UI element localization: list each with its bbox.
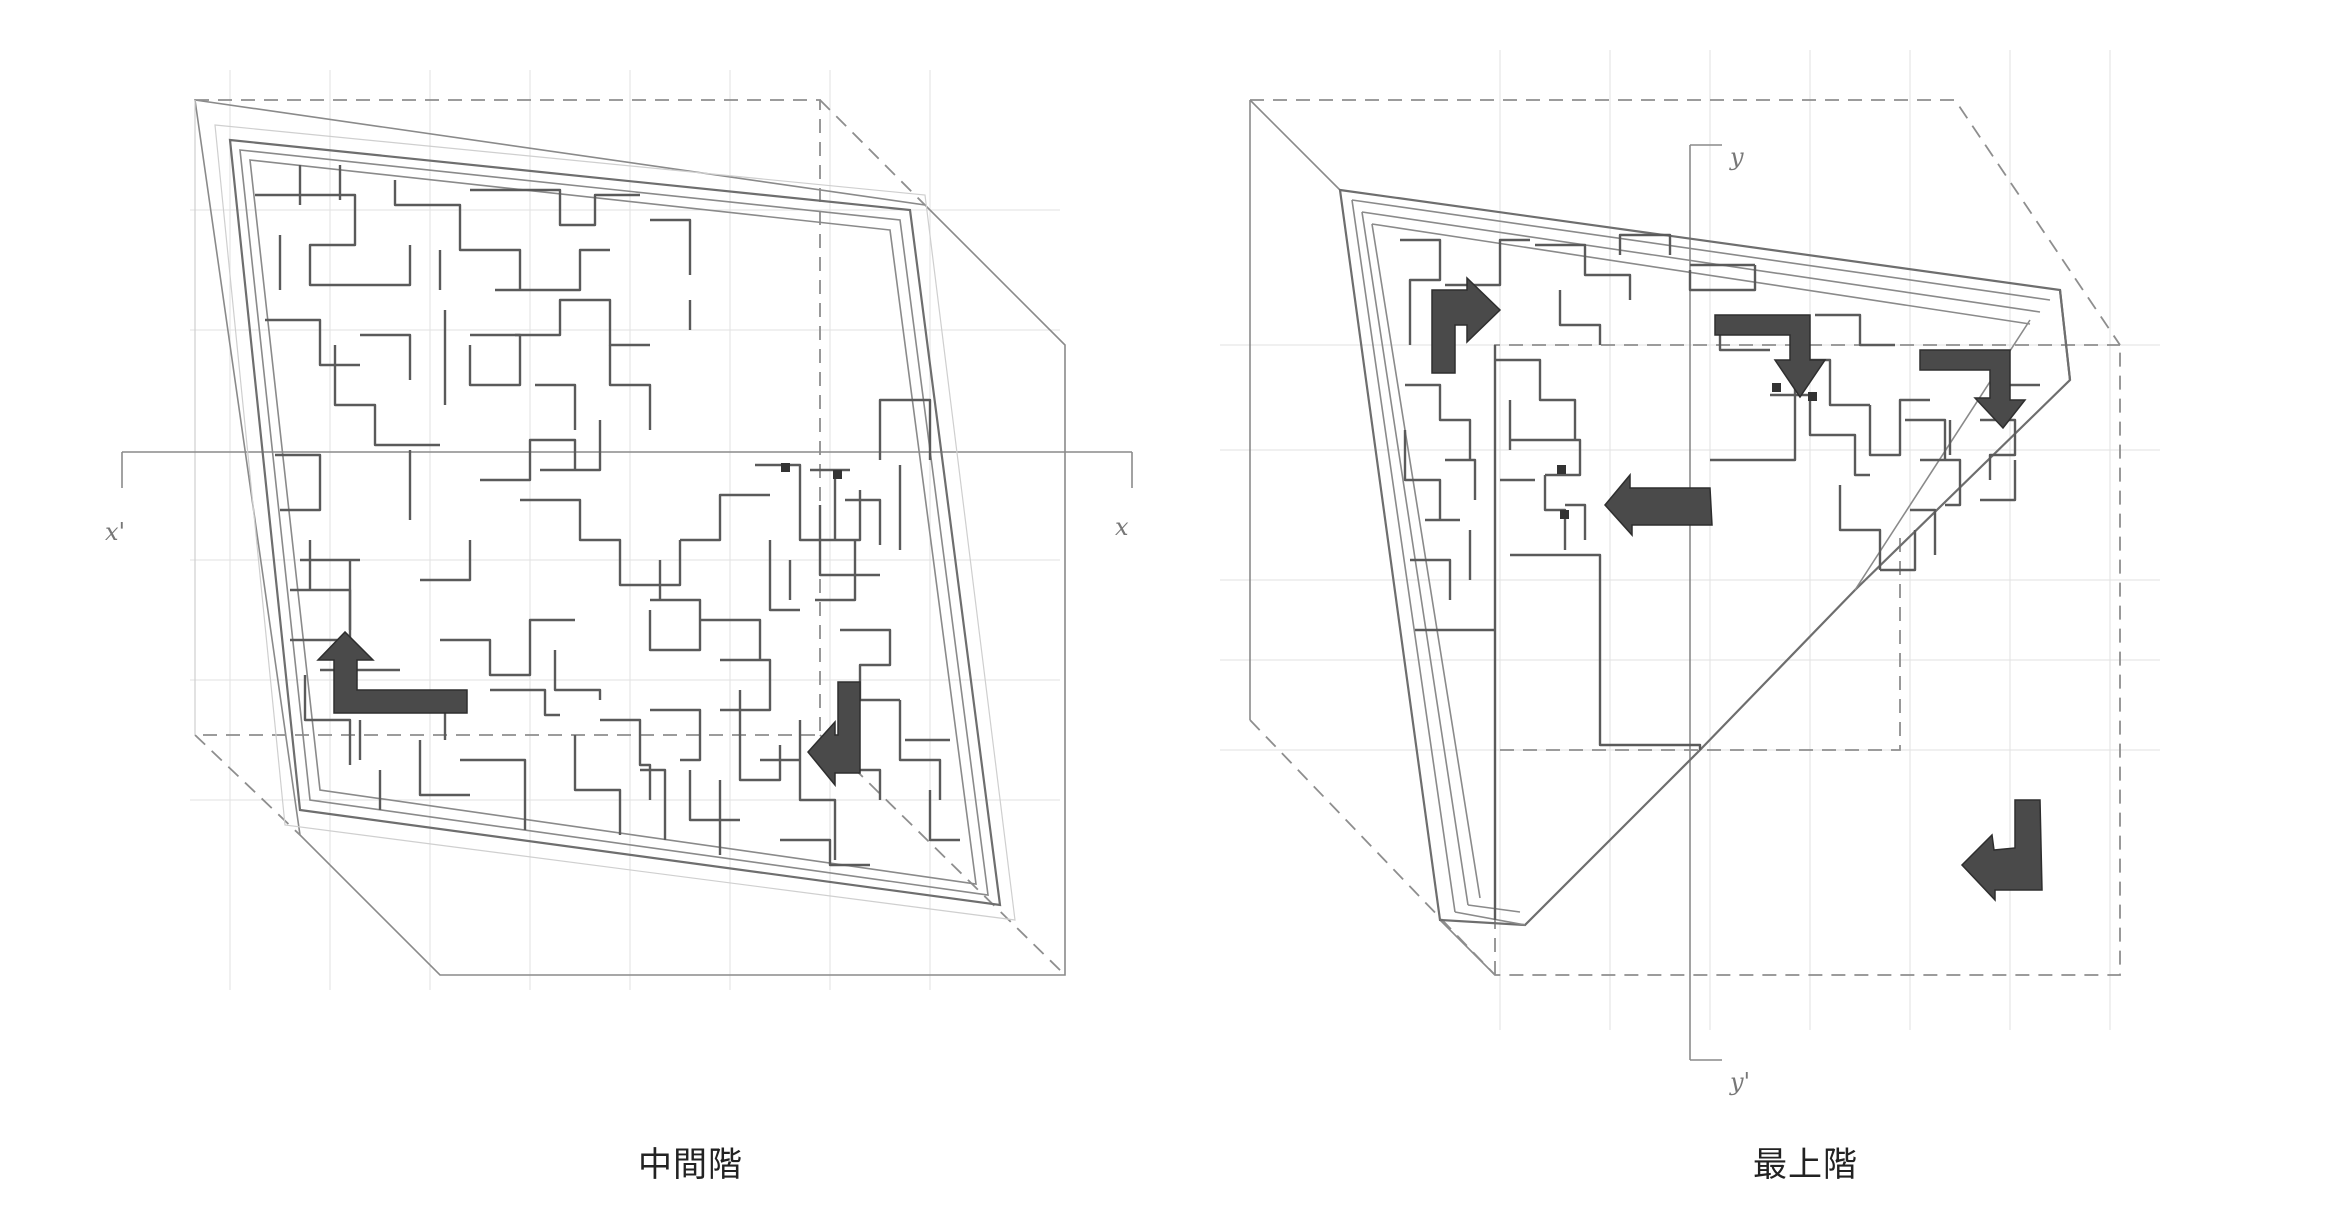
- middle-floor-drawing: x' x: [105, 70, 1133, 990]
- arrow-right-up: [1431, 276, 1502, 374]
- arrow-left: [1604, 472, 1713, 537]
- arrow-up-left: [316, 630, 468, 714]
- maze-walls: [255, 165, 960, 867]
- floor-plate: [214, 124, 1016, 921]
- building-outline: [194, 99, 1066, 976]
- construction-grid: [190, 70, 1060, 990]
- caption-top-floor: 最上階: [1753, 1145, 1858, 1185]
- arrow-down-left: [807, 681, 861, 788]
- top-floor-drawing: y y': [1220, 50, 2160, 1096]
- x-axis: x' x: [105, 451, 1133, 546]
- axis-label-y: y: [1729, 143, 1744, 171]
- caption-middle-floor: 中間階: [638, 1145, 743, 1185]
- maze-walls: [1400, 233, 2040, 920]
- marker-dot: [1772, 383, 1781, 392]
- y-axis: y y': [1689, 143, 1750, 1096]
- axis-label-x-prime: x': [105, 518, 125, 546]
- arrow-down-left: [1960, 799, 2043, 902]
- axis-label-y-prime: y': [1729, 1068, 1750, 1096]
- marker-dot: [781, 463, 790, 472]
- arrow-right-down: [1714, 314, 1827, 399]
- marker-dot: [1557, 465, 1566, 474]
- marker-dot: [1808, 392, 1817, 401]
- marker-dot: [1560, 510, 1569, 519]
- axis-label-x: x: [1115, 513, 1129, 541]
- marker-dot: [833, 470, 842, 479]
- arrow-right-down: [1919, 349, 2027, 430]
